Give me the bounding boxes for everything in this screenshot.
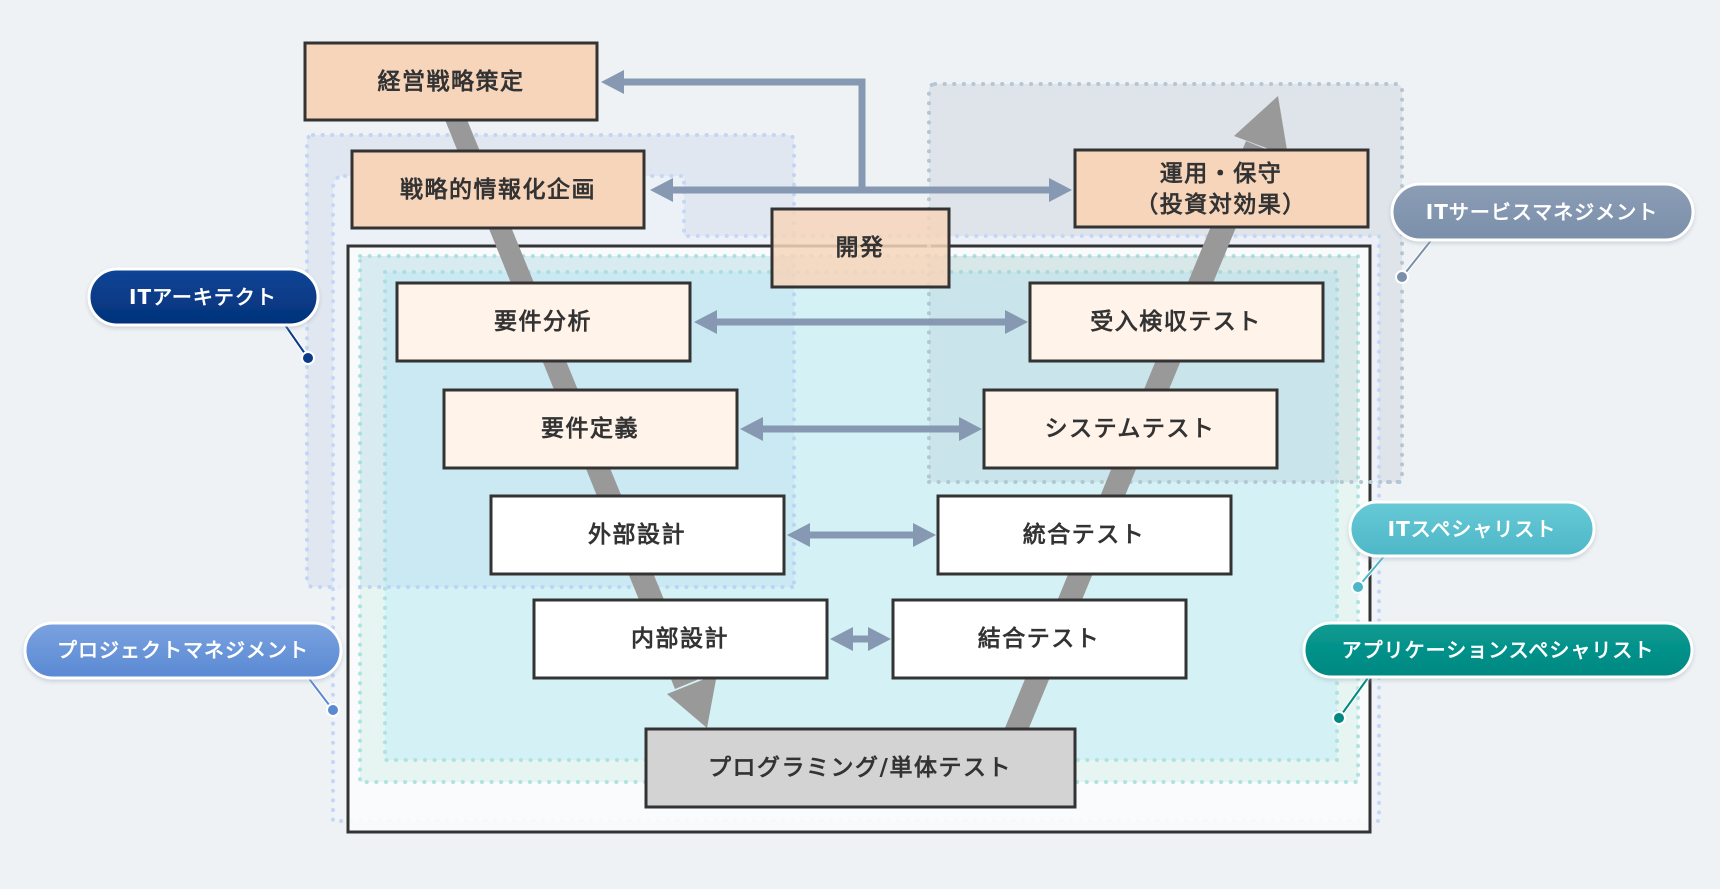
box-label: 戦略的情報化企画: [400, 176, 596, 203]
arrowhead-left: [694, 310, 717, 334]
badge-it-specialist[interactable]: ITスペシャリスト: [1348, 500, 1596, 594]
box-development[interactable]: 開発: [770, 207, 951, 289]
box-system-test[interactable]: システムテスト: [982, 388, 1279, 470]
badge-pointer-dot: [301, 351, 315, 365]
box-frame: [936, 494, 1233, 576]
requirements-analysis-acceptance-connector: [694, 310, 1028, 334]
arrowhead-to-management-strategy: [601, 70, 624, 94]
badge-pill: [23, 621, 343, 680]
arrowhead-left: [830, 627, 853, 651]
badge-pointer-line-inner: [306, 675, 334, 711]
box-label: 要件定義: [541, 415, 639, 442]
arrowhead-right: [1005, 310, 1028, 334]
badge-project-management[interactable]: プロジェクトマネジメント: [23, 621, 343, 717]
badge-label: ITアーキテクト: [129, 285, 277, 309]
box-programming-unit-test[interactable]: プログラミング/単体テスト: [644, 727, 1077, 809]
badge-pointer-dot: [1332, 711, 1346, 725]
box-frame: [891, 598, 1188, 680]
box-label: 外部設計: [588, 521, 686, 548]
badge-pointer-line-inner: [1338, 674, 1371, 719]
badge-application-specialist[interactable]: アプリケーションスペシャリスト: [1302, 621, 1694, 725]
box-label: 要件分析: [494, 309, 592, 335]
box-label-line2: （投資対効果）: [1135, 191, 1307, 218]
box-label: 経営戦略策定: [378, 68, 525, 95]
box-label: 統合テスト: [1023, 521, 1146, 548]
feedback-line: [620, 78, 866, 190]
box-frame: [395, 281, 692, 363]
external-design-integration-test-connector: [787, 523, 936, 547]
box-frame: [770, 207, 951, 289]
arrowhead-right: [959, 417, 982, 441]
box-frame: [982, 388, 1279, 470]
arrowhead-to-strategic-planning: [650, 178, 673, 202]
box-integration-test[interactable]: 統合テスト: [936, 494, 1233, 576]
arrowhead-left: [787, 523, 810, 547]
box-frame: [303, 41, 599, 122]
box-frame: [532, 598, 829, 680]
box-label: システムテスト: [1045, 416, 1216, 442]
box-frame: [489, 494, 786, 576]
box-frame: [442, 388, 739, 470]
arrowhead-to-operation: [1049, 178, 1072, 202]
arrowhead-left: [740, 417, 763, 441]
box-frame: [1073, 148, 1370, 229]
badge-label: ITサービスマネジメント: [1426, 200, 1658, 224]
badge-pointer-dot: [1351, 580, 1365, 594]
box-strategic-informatization-planning[interactable]: 戦略的情報化企画: [350, 149, 646, 230]
badge-pill: [1390, 182, 1695, 242]
arrowhead-right: [913, 523, 936, 547]
upward-flow-head: [1234, 96, 1288, 156]
box-internal-design[interactable]: 内部設計: [532, 598, 829, 680]
badge-label: アプリケーションスペシャリスト: [1342, 638, 1655, 662]
badge-pill: [1302, 621, 1694, 679]
box-label: 結合テスト: [978, 625, 1101, 652]
badge-pill: [1348, 500, 1596, 558]
badge-it-architect[interactable]: ITアーキテクト: [87, 267, 320, 365]
badge-pill: [87, 267, 320, 327]
box-label: 開発: [836, 235, 885, 261]
downward-flow-head: [667, 674, 717, 728]
internal-design-combination-test-connector: [830, 627, 891, 651]
box-management-strategy[interactable]: 経営戦略策定: [303, 41, 599, 122]
badge-pointer-line-inner: [1401, 237, 1434, 278]
box-frame: [1028, 281, 1325, 363]
box-external-design[interactable]: 外部設計: [489, 494, 786, 576]
box-requirements-definition[interactable]: 要件定義: [442, 388, 739, 470]
arrowhead-right: [868, 627, 891, 651]
requirements-definition-system-test-connector: [740, 417, 982, 441]
box-requirements-analysis[interactable]: 要件分析: [395, 281, 692, 363]
box-acceptance-test[interactable]: 受入検収テスト: [1028, 281, 1325, 363]
box-label-line1: 運用・保守: [1160, 160, 1283, 187]
badge-pointer-line-inner: [282, 321, 309, 359]
box-combination-test[interactable]: 結合テスト: [891, 598, 1188, 680]
badge-it-service-management[interactable]: ITサービスマネジメント: [1390, 182, 1695, 284]
badge-label: ITスペシャリスト: [1388, 517, 1557, 541]
box-label: 内部設計: [631, 625, 729, 652]
box-label: 受入検収テスト: [1090, 308, 1262, 335]
box-frame: [350, 149, 646, 230]
box-frame: [644, 727, 1077, 809]
box-label: プログラミング/単体テスト: [708, 754, 1012, 781]
badge-pointer-dot: [1395, 270, 1409, 284]
feedback-connector: [601, 70, 1072, 202]
badge-label: プロジェクトマネジメント: [57, 638, 309, 662]
box-operation-maintenance[interactable]: 運用・保守 （投資対効果）: [1073, 148, 1370, 229]
badge-pointer-line-inner: [1357, 553, 1387, 588]
badge-pointer-dot: [326, 703, 340, 717]
